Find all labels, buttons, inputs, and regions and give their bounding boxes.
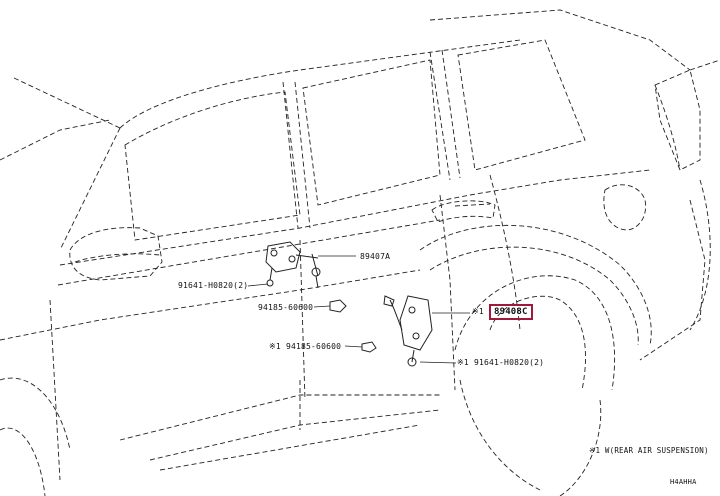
part-code: 94185-60600 [285, 342, 342, 351]
part-label-89408c-highlighted[interactable]: 89408C [488, 304, 533, 320]
part-label-91641-h0820[interactable]: 91641-H0820(2) [178, 281, 249, 290]
part-label-94185-60600-rear[interactable]: ※1 94185-60600 [269, 342, 341, 351]
part-label-91641-h0820-rear[interactable]: ※1 91641-H0820(2) [457, 358, 544, 367]
footnote: ※1 W(REAR AIR SUSPENSION) [589, 446, 709, 455]
leader-lines [247, 255, 470, 364]
height-control-sensor-rear [383, 295, 433, 367]
vehicle-outline [0, 9, 720, 496]
rear-air-suspension-marker: ※1 [457, 358, 469, 367]
drawing-code: H4AHHA [670, 478, 697, 486]
height-control-sensor-front [265, 241, 321, 289]
part-label-89408c-group[interactable]: ※1 89408C [472, 304, 533, 320]
part-label-94185-60600[interactable]: 94185-60600 [258, 303, 314, 312]
rear-air-suspension-marker: ※1 [269, 342, 281, 351]
part-label-89407a[interactable]: 89407A [360, 252, 391, 261]
part-code: 91641-H0820(2) [473, 358, 545, 367]
flange-nut [329, 299, 377, 353]
rear-air-suspension-marker: ※1 [472, 307, 484, 316]
